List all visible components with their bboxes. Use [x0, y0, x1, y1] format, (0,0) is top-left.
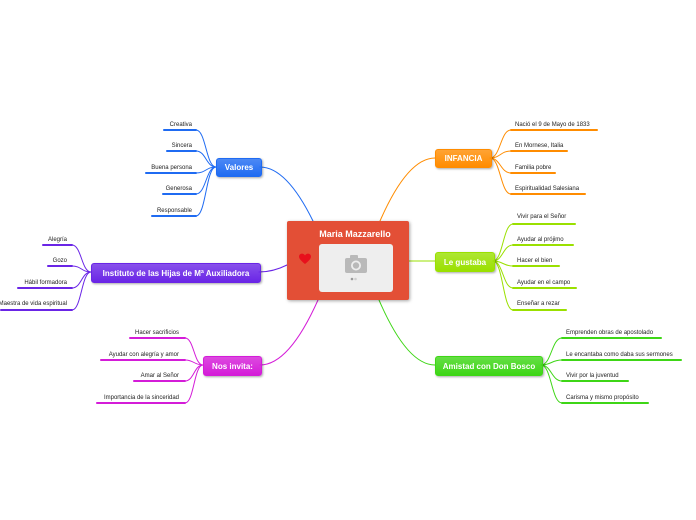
leaf-valores-3[interactable]: Buena persona [151, 165, 192, 171]
child-connector [492, 223, 514, 262]
child-connector [195, 166, 217, 217]
heart-icon [299, 253, 311, 264]
leaf-valores-1[interactable]: Creativa [169, 122, 192, 128]
leaf-le-gustaba-3[interactable]: Hacer el bien [517, 258, 553, 264]
leaf-valores-5[interactable]: Responsable [156, 208, 192, 214]
leaf-nos-invita-3[interactable]: Amar al Señor [140, 373, 179, 379]
child-connector [71, 271, 92, 311]
leaf-nos-invita-1[interactable]: Hacer sacrificios [134, 330, 179, 336]
child-connector [492, 260, 514, 311]
child-connector [540, 337, 563, 366]
branch-label: Instituto de las Hijas de Mª Auxiliadora [102, 268, 250, 278]
leaf-nos-invita-2[interactable]: Ayudar con alegría y amor [108, 352, 179, 358]
child-connector [195, 129, 217, 168]
child-connector [540, 364, 563, 404]
child-connector [489, 157, 512, 174]
leaf-infancia-4[interactable]: Espiritualidad Salesiana [515, 186, 580, 192]
child-connector [71, 271, 92, 289]
leaf-amistad-4[interactable]: Carisma y mismo propósito [566, 395, 639, 401]
leaf-amistad-3[interactable]: Vivir por la juventud [566, 373, 619, 379]
child-connector [184, 364, 204, 382]
branch-label: Nos invita: [212, 361, 253, 371]
central-topic[interactable]: Maria Mazzarello [287, 221, 409, 300]
leaf-infancia-2[interactable]: En Mornese, Italia [515, 143, 564, 149]
branch-instituto[interactable]: Instituto de las Hijas de Mª Auxiliadora [91, 263, 261, 283]
leaf-le-gustaba-2[interactable]: Ayudar al prójimo [517, 237, 564, 243]
connector-valores [259, 166, 314, 222]
branch-infancia[interactable]: INFANCIA [435, 149, 492, 168]
connector-amistad [378, 299, 436, 366]
child-connector [540, 364, 563, 382]
leaf-valores-4[interactable]: Generosa [165, 186, 192, 192]
branch-label: INFANCIA [444, 154, 483, 163]
leaf-amistad-1[interactable]: Emprenden obras de apostolado [566, 330, 654, 336]
branch-le-gustaba[interactable]: Le gustaba [435, 252, 495, 272]
leaf-instituto-4[interactable]: Maestra de vida espiritual [0, 301, 67, 307]
child-connector [492, 244, 514, 262]
image-placeholder[interactable] [319, 244, 393, 292]
child-connector [489, 129, 512, 159]
child-connector [184, 337, 204, 366]
leaf-instituto-2[interactable]: Gozo [52, 258, 67, 264]
leaf-amistad-2[interactable]: Le encantaba como daba sus sermones [566, 352, 673, 358]
branch-label: Le gustaba [443, 257, 487, 267]
connector-nos-invita [259, 299, 319, 366]
leaf-le-gustaba-1[interactable]: Vivir para el Señor [517, 214, 567, 220]
child-connector [184, 364, 204, 404]
connector-infancia [379, 157, 436, 222]
central-title: Maria Mazzarello [319, 229, 391, 239]
branch-label: Amistad con Don Bosco [442, 361, 536, 371]
branch-label: Valores [224, 163, 254, 172]
leaf-infancia-1[interactable]: Nació el 9 de Mayo de 1833 [515, 122, 590, 128]
connector-instituto [258, 264, 288, 273]
leaf-valores-2[interactable]: Sincera [171, 143, 192, 149]
leaf-le-gustaba-4[interactable]: Ayudar en el campo [517, 280, 571, 286]
child-connector [71, 244, 92, 273]
leaf-instituto-3[interactable]: Hábil formadora [24, 280, 67, 286]
child-connector [195, 150, 217, 168]
child-connector [489, 157, 512, 195]
camera-icon [345, 255, 367, 281]
leaf-le-gustaba-5[interactable]: Enseñar a rezar [517, 301, 560, 307]
branch-nos-invita[interactable]: Nos invita: [203, 356, 262, 376]
leaf-infancia-3[interactable]: Familia pobre [515, 165, 552, 171]
branch-amistad-don-bosco[interactable]: Amistad con Don Bosco [435, 356, 543, 376]
branch-valores[interactable]: Valores [216, 158, 262, 177]
leaf-instituto-1[interactable]: Alegría [47, 237, 67, 243]
leaf-nos-invita-4[interactable]: Importancia de la sinceridad [103, 395, 179, 401]
